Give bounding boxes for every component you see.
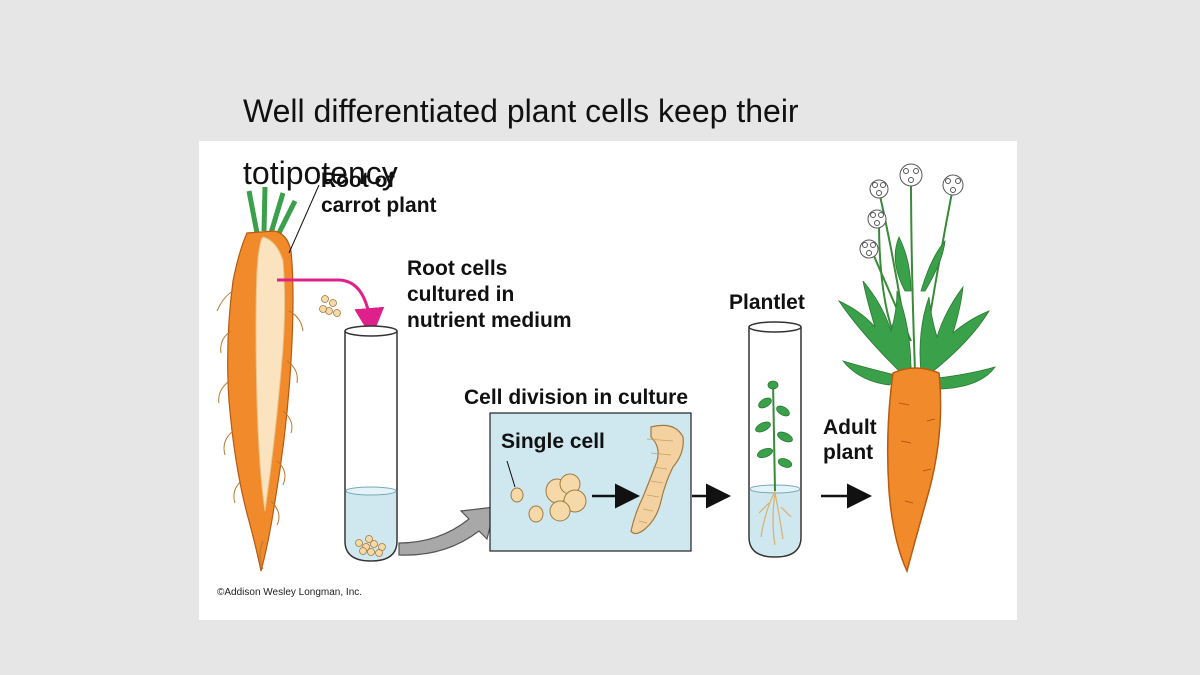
plantlet xyxy=(755,380,793,546)
label-cultured-line2: cultured in xyxy=(407,283,514,306)
label-adult-line1: Adult xyxy=(823,416,877,439)
label-plantlet: Plantlet xyxy=(729,291,805,314)
dividing-cells xyxy=(510,473,587,523)
adult-carrot-plant xyxy=(837,163,996,574)
curved-gray-arrow xyxy=(398,506,496,556)
diagram-figure: Root of carrot plant Root cells cultured… xyxy=(199,141,1017,620)
carrot-root-core xyxy=(255,236,286,512)
taproot-ridges xyxy=(898,402,936,504)
label-cultured-line1: Root cells xyxy=(407,257,507,280)
diagram-svg: Root of carrot plant Root cells cultured… xyxy=(216,163,996,598)
copyright-credit: ©Addison Wesley Longman, Inc. xyxy=(217,587,362,598)
adult-plant-flowers xyxy=(859,163,964,259)
carrot-root-illustration xyxy=(216,184,320,572)
root-pointer-line xyxy=(288,184,320,254)
callus-texture xyxy=(638,438,674,524)
culture-test-tube xyxy=(344,325,398,562)
label-cultured-line3: nutrient medium xyxy=(407,309,572,332)
label-root-line1: Root of xyxy=(321,169,395,192)
slide-title: Well differentiated plant cells keep the… xyxy=(243,93,799,191)
plantlet-test-tube xyxy=(748,321,802,558)
transfer-arrow xyxy=(277,278,385,338)
single-cell xyxy=(510,487,524,503)
carrot-root-hairs xyxy=(216,290,304,570)
label-single-cell: Single cell xyxy=(501,430,605,453)
label-cell-division: Cell division in culture xyxy=(464,386,688,409)
label-adult-line2: plant xyxy=(823,441,873,464)
plantlet-roots xyxy=(758,490,792,546)
label-root-line2: carrot plant xyxy=(321,194,437,217)
floating-root-cells xyxy=(319,295,341,317)
carrot-root-leaves xyxy=(246,186,298,239)
tube-cells xyxy=(355,535,386,557)
adult-carrot-taproot xyxy=(886,367,942,574)
single-cell-pointer xyxy=(506,460,516,488)
